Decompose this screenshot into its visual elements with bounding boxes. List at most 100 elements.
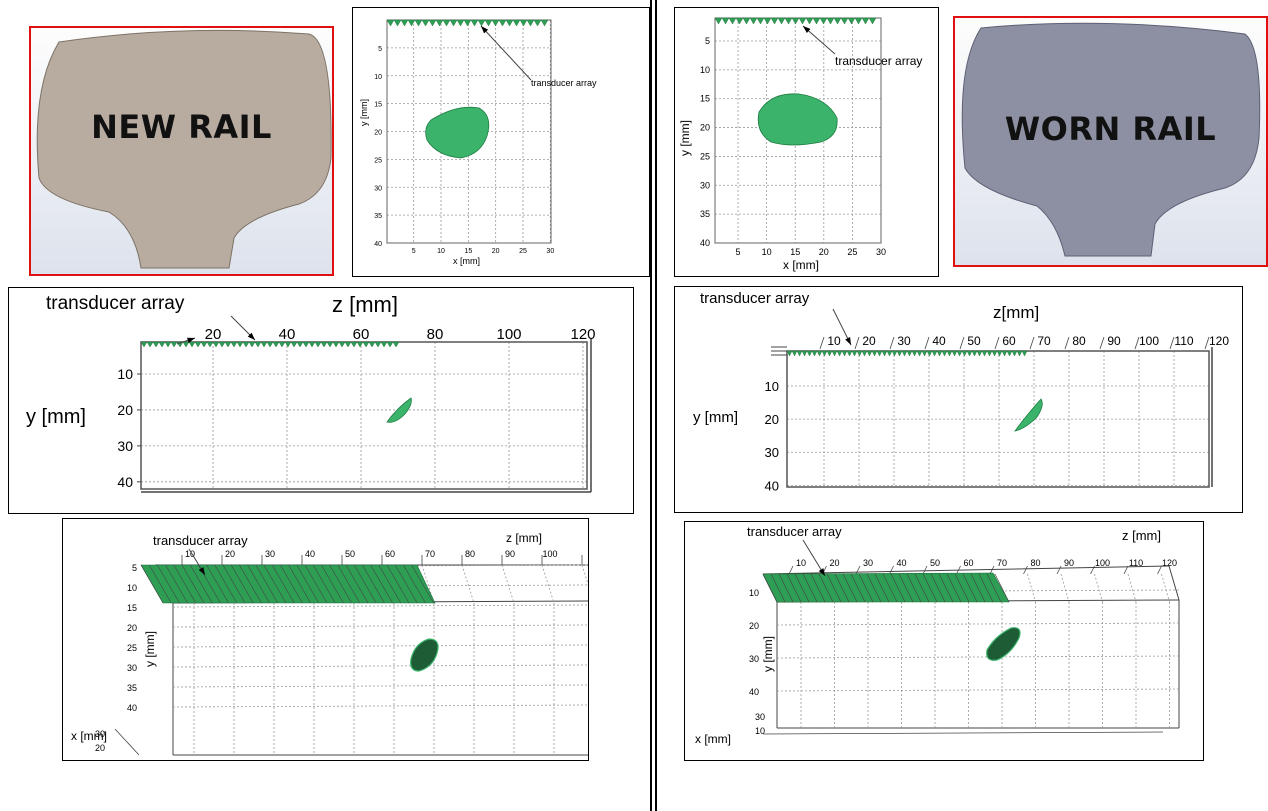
transducer-element: [296, 341, 304, 348]
front-view-worn-y-tick: 35: [700, 209, 710, 219]
transducer-row: [882, 573, 898, 603]
transducer-element: [961, 350, 968, 357]
transducer-element: [314, 341, 322, 348]
transducer-row: [173, 564, 197, 604]
front-view-worn-x-label: x [mm]: [783, 258, 819, 272]
transducer-row: [946, 573, 962, 603]
front-view-worn-y-tick: 20: [700, 123, 710, 133]
z-tick-mark: [1029, 336, 1035, 350]
transducer-row: [403, 564, 426, 604]
iso-view-worn-x-tick: 10: [755, 726, 765, 736]
grid-line: [172, 704, 588, 708]
transducer-row: [271, 564, 295, 604]
transducer-element: [491, 19, 500, 27]
side-view-new-y-tick: 10: [117, 366, 133, 382]
transducer-element: [212, 341, 220, 348]
transducer-element: [996, 350, 1003, 357]
transducer-row: [337, 564, 361, 604]
transducer-element: [763, 17, 772, 25]
transducer-element: [749, 17, 758, 25]
z-tick-mark: [1123, 565, 1129, 575]
grid-line: [1027, 573, 1036, 603]
iso-view-worn-y-tick: 30: [749, 654, 759, 664]
transducer-element: [791, 350, 798, 357]
front-view-new-x-tick: 20: [492, 248, 500, 255]
transducer-element: [224, 341, 232, 348]
grid-line: [172, 664, 588, 668]
z-tick-mark: [819, 336, 825, 350]
transducer-row: [411, 564, 434, 604]
transducer-element: [816, 350, 823, 357]
transducer-row: [239, 564, 262, 604]
iso-view-worn-z-tick: 80: [1030, 558, 1040, 568]
front-view-new-x-tick: 10: [437, 248, 445, 255]
transducer-element: [284, 341, 292, 348]
front-view-new-x-tick: 15: [464, 248, 472, 255]
transducer-element: [266, 341, 274, 348]
iso-view-new-arrow-head: [198, 567, 205, 575]
iso-view-new-z-tick: 50: [345, 549, 355, 559]
transducer-element: [170, 341, 178, 348]
transducer-element: [906, 350, 913, 357]
grid-line: [172, 684, 588, 688]
front-view-worn-arrow-head: [803, 26, 811, 34]
z-tick-mark: [922, 565, 928, 575]
z-tick-mark: [1023, 565, 1028, 575]
side-view-new-z-tick: 120: [570, 326, 595, 343]
new-rail-shape: [36, 29, 332, 269]
transducer-element: [812, 17, 821, 25]
side-view-new-z-tick: 20: [205, 326, 222, 343]
grid-line: [461, 564, 475, 604]
iso-view-worn-z-tick: 10: [796, 558, 806, 568]
iso-view-new-y-tick: 40: [127, 703, 137, 713]
transducer-element: [242, 341, 250, 348]
front-view-new-y-tick: 25: [374, 157, 382, 164]
side-view-new-y-tick: 30: [117, 438, 133, 454]
side-view-worn-arrow-head: [845, 337, 851, 345]
iso-view-new-x-tick: 30: [95, 729, 105, 739]
transducer-row: [842, 573, 858, 603]
iso-view-worn-z-tick: 120: [1162, 558, 1177, 568]
front-view-worn-y-tick: 5: [705, 36, 710, 46]
z-tick-mark: [924, 336, 930, 350]
transducer-element: [796, 350, 803, 357]
side-view-new-y-label: y [mm]: [26, 406, 86, 428]
side-view-new-z-tick: 100: [496, 326, 521, 343]
transducer-element: [847, 17, 856, 25]
transducer-row: [898, 573, 914, 603]
front-view-new-y-tick: 10: [374, 74, 382, 81]
transducer-element: [505, 19, 514, 27]
transducer-element: [819, 17, 828, 25]
transducer-element: [976, 350, 983, 357]
transducer-element: [756, 17, 765, 25]
side-view-new-frame: [140, 341, 588, 490]
front-view-worn-y-tick: 30: [700, 180, 710, 190]
transducer-row: [230, 564, 254, 604]
side-view-worn-z-tick: 120: [1209, 334, 1229, 348]
worn-rail-label: WORN RAIL: [1004, 110, 1217, 148]
transducer-element: [230, 341, 238, 348]
transducer-element: [386, 341, 394, 348]
transducer-element: [344, 341, 352, 348]
front-view-new-annotation: transducer array: [531, 78, 597, 88]
iso-view-new-z-tick: 80: [465, 549, 475, 559]
transducer-row: [770, 573, 786, 603]
z-tick-mark: [1056, 565, 1062, 575]
transducer-element: [891, 350, 898, 357]
z-tick-mark: [1090, 565, 1095, 575]
iso-view-new-z-tick: 10: [185, 549, 195, 559]
transducer-row: [986, 573, 1002, 603]
side-view-worn-z-tick: 100: [1139, 334, 1159, 348]
front-view-new-y-tick: 40: [374, 241, 382, 248]
grid-line: [1094, 573, 1103, 603]
transducer-row: [370, 564, 393, 604]
iso-view-worn-z-tick: 60: [963, 558, 973, 568]
transducer-element: [206, 341, 214, 348]
z-tick-mark: [956, 565, 961, 575]
iso-view-worn-z-tick: 50: [930, 558, 940, 568]
transducer-element: [158, 341, 166, 348]
transducer-element: [1006, 350, 1013, 357]
transducer-row: [296, 564, 320, 604]
transducer-row: [970, 573, 986, 603]
side-view-worn-defect: [1014, 398, 1043, 432]
